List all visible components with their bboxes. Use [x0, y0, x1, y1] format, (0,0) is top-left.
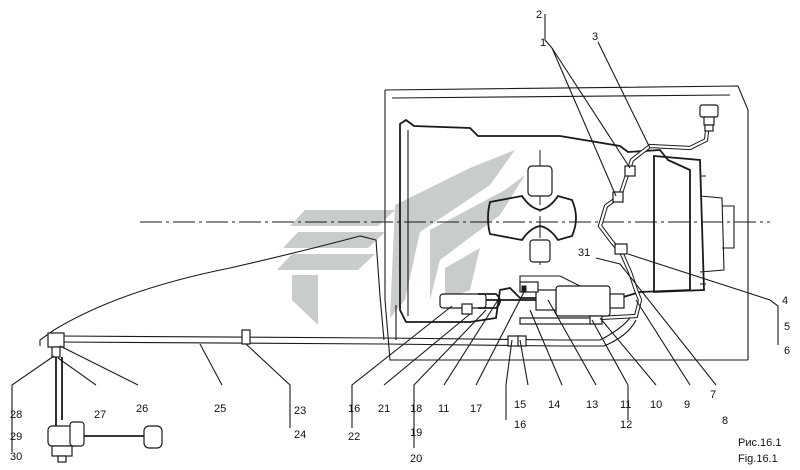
figure-caption-ru: Рис.16.1 — [738, 437, 781, 449]
pedal-pad — [143, 425, 163, 449]
callout-15: 15 — [514, 399, 526, 411]
watermark-logo — [277, 150, 525, 325]
hose-clamp — [614, 243, 628, 255]
callout-17: 17 — [470, 403, 482, 415]
callout-14: 14 — [548, 399, 560, 411]
hose-clamp — [612, 191, 624, 203]
callout-16: 16 — [514, 419, 526, 431]
callout-23: 23 — [294, 405, 306, 417]
engine-outline — [53, 235, 385, 341]
callout-29: 29 — [10, 431, 22, 443]
clutch-pedal-assembly — [47, 332, 163, 463]
callout-22: 22 — [348, 431, 360, 443]
callout-28: 28 — [10, 409, 22, 421]
callout-21: 21 — [378, 403, 390, 415]
pipe-junction — [47, 332, 65, 348]
callout-30: 30 — [10, 451, 22, 463]
callout-18: 18 — [410, 403, 422, 415]
callout-6: 6 — [784, 345, 790, 357]
callout-24: 24 — [294, 429, 306, 441]
pipe-bracket — [241, 329, 251, 345]
cabin-outline — [384, 85, 749, 361]
shift-mechanism — [487, 165, 577, 263]
callout-4: 4 — [782, 295, 788, 307]
callout-labels: 2 1 3 31 4 5 6 7 8 9 10 11 12 13 14 15 1… — [10, 9, 790, 465]
callout-12: 12 — [620, 419, 632, 431]
callout-27: 27 — [94, 409, 106, 421]
callout-9: 9 — [684, 399, 690, 411]
callout-19: 19 — [410, 427, 422, 439]
callout-20: 20 — [410, 453, 422, 465]
callout-25: 25 — [214, 403, 226, 415]
figure-caption-en: Fig.16.1 — [738, 453, 778, 465]
callout-26: 26 — [136, 403, 148, 415]
upper-hose — [597, 121, 711, 321]
callout-16-lower: 16 — [348, 403, 360, 415]
callout-2: 2 — [536, 9, 542, 21]
clutch-pipe — [59, 317, 637, 347]
callout-11-lower: 11 — [438, 403, 449, 415]
callout-8: 8 — [722, 415, 728, 427]
callout-7: 7 — [710, 389, 716, 401]
push-rod — [439, 285, 536, 315]
callout-5: 5 — [784, 321, 790, 333]
fluid-reservoir — [699, 104, 719, 132]
pipe-nut — [517, 335, 527, 347]
leader-lines — [11, 14, 779, 452]
callout-3: 3 — [592, 31, 598, 43]
callout-10: 10 — [650, 399, 662, 411]
callout-13: 13 — [586, 399, 598, 411]
callout-1: 1 — [540, 37, 546, 49]
callout-11: 11 — [620, 399, 631, 411]
gearbox-housing — [399, 118, 735, 323]
hose-clamp — [624, 165, 636, 177]
callout-31: 31 — [578, 247, 590, 259]
